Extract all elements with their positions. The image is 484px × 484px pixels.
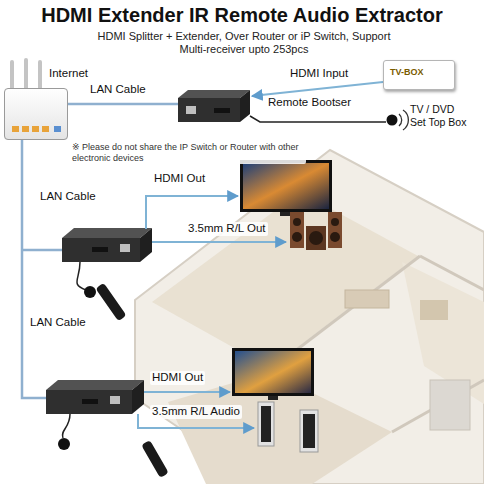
ir-receiver-one	[77, 262, 127, 321]
tv-stand	[268, 396, 278, 400]
device-top	[62, 228, 152, 238]
remote-control	[141, 440, 169, 478]
speaker	[258, 402, 274, 446]
transmitter	[178, 90, 250, 122]
speaker-cone	[292, 232, 302, 242]
router-port	[42, 126, 49, 132]
rj45-port	[120, 244, 130, 252]
device-top	[46, 380, 144, 390]
tv-one	[240, 160, 332, 216]
receiver-two	[46, 380, 144, 414]
ir-cable	[77, 262, 86, 290]
router-body	[4, 88, 68, 140]
ir-receiver-two	[58, 414, 169, 478]
device-side	[240, 90, 250, 122]
ir-wave	[403, 110, 408, 130]
house-wall	[420, 256, 484, 290]
hdmi-cable	[144, 391, 230, 393]
speaker	[300, 410, 318, 452]
ir-wave	[399, 114, 402, 126]
receiver-one	[62, 228, 152, 262]
hdmi-cable	[252, 82, 383, 96]
router-port	[22, 126, 29, 132]
bed	[430, 380, 470, 430]
router-antenna	[10, 62, 14, 90]
hdmi-port	[82, 399, 98, 404]
speaker-front	[303, 414, 315, 448]
speakers-two	[258, 402, 318, 452]
speaker	[290, 212, 304, 248]
audio-cable	[152, 241, 286, 243]
device-side	[140, 228, 152, 262]
hdmi-port	[214, 108, 230, 113]
house-floor-plan	[135, 150, 484, 484]
speaker	[328, 212, 342, 248]
ir-cable	[62, 414, 70, 438]
speaker-cone	[330, 232, 340, 242]
table	[420, 300, 448, 320]
device-label: Remote Bootser	[266, 96, 353, 110]
device-front	[46, 390, 132, 414]
router-heading: Internet	[49, 67, 88, 79]
ir-emitter-head	[387, 115, 398, 126]
rj45-port	[110, 396, 120, 404]
signal-label: 3.5mm R/L Out	[186, 222, 268, 236]
speaker-cone	[331, 218, 339, 226]
audio-cables	[138, 242, 286, 428]
device-top	[178, 90, 250, 98]
device-front	[62, 238, 140, 262]
tv-frame	[232, 348, 314, 396]
ir-cable	[250, 116, 386, 122]
speaker-cone	[309, 231, 323, 245]
tv-frame	[240, 160, 332, 212]
living-room-floor	[152, 192, 418, 368]
subwoofer	[306, 226, 326, 250]
signal-label: 3.5mm R/L Audio	[150, 405, 242, 419]
router-wan-port	[54, 126, 61, 132]
signal-label: HDMI Input	[288, 67, 350, 81]
title-text: HDMI Extender IR Remote Audio Extractor	[0, 3, 484, 27]
router-box: Internet	[4, 88, 68, 140]
speakers-one	[290, 212, 342, 250]
device-caption: TV / DVD Set Top Box	[410, 103, 470, 128]
lan-cable	[22, 249, 62, 252]
router-port	[12, 126, 19, 132]
device-side	[132, 380, 144, 414]
ir-receiver-eye	[84, 286, 96, 298]
remote-control	[95, 283, 126, 322]
hdmi-port	[92, 247, 108, 252]
device-brand: TV-BOX	[390, 67, 424, 77]
set-top-box: TV-BOXTV / DVD Set Top Box	[383, 60, 455, 90]
lan-cable	[68, 103, 178, 106]
ir-receiver-eye	[58, 438, 70, 450]
device-front	[178, 98, 240, 122]
signal-label: HDMI Out	[152, 172, 207, 186]
cable-label: LAN Cable	[88, 83, 148, 97]
cable-label: LAN Cable	[38, 190, 98, 204]
router-antenna	[24, 60, 28, 90]
house-wall	[392, 380, 484, 432]
speaker-front	[261, 406, 271, 442]
tv-screen	[243, 163, 329, 209]
sofa	[345, 290, 389, 308]
speaker-cone	[293, 218, 301, 226]
cable-label: LAN Cable	[28, 316, 88, 330]
subtitle-text: HDMI Splitter + Extender, Over Router or…	[87, 30, 401, 56]
tv-screen	[235, 351, 311, 393]
signal-label: HDMI Out	[150, 371, 205, 385]
warning-note: ※ Please do not share the IP Switch or R…	[70, 142, 306, 164]
router-port	[32, 126, 39, 132]
router-antenna	[38, 62, 42, 90]
lan-cable	[22, 140, 46, 398]
tv-two	[232, 348, 314, 400]
ir-emitter	[250, 110, 408, 130]
rj45-port	[186, 106, 196, 114]
house-outline	[135, 150, 484, 484]
hdmi-cables	[144, 82, 383, 392]
